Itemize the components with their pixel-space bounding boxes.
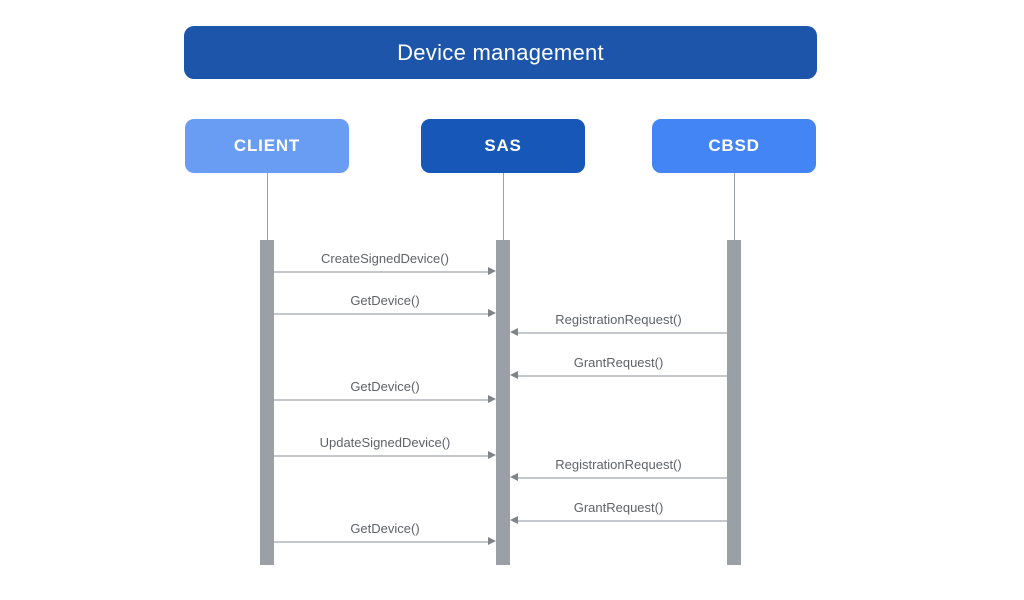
arrowhead-left-icon bbox=[510, 473, 518, 481]
message-label: RegistrationRequest() bbox=[555, 312, 682, 327]
actor-sas-label: SAS bbox=[484, 136, 522, 155]
actor-sas: SAS bbox=[421, 119, 585, 173]
title-banner: Device management bbox=[184, 26, 817, 79]
message-line bbox=[274, 455, 489, 457]
message-line bbox=[517, 477, 727, 479]
activation-bar-sas bbox=[496, 240, 510, 565]
arrowhead-left-icon bbox=[510, 328, 518, 336]
message-label: UpdateSignedDevice() bbox=[319, 435, 451, 450]
arrowhead-left-icon bbox=[510, 516, 518, 524]
message-line bbox=[274, 313, 489, 315]
message-line bbox=[274, 271, 489, 273]
message-label: CreateSignedDevice() bbox=[321, 251, 449, 266]
arrowhead-right-icon bbox=[488, 309, 496, 317]
actor-client-label: CLIENT bbox=[233, 136, 301, 155]
arrowhead-right-icon bbox=[488, 267, 496, 275]
arrowhead-left-icon bbox=[510, 371, 518, 379]
actor-cbsd-label: CBSD bbox=[708, 136, 760, 155]
actor-cbsd: CBSD bbox=[652, 119, 816, 173]
arrowhead-right-icon bbox=[488, 451, 496, 459]
arrowhead-right-icon bbox=[488, 537, 496, 545]
arrowhead-right-icon bbox=[488, 395, 496, 403]
actor-client: CLIENT bbox=[185, 119, 349, 173]
message-line bbox=[274, 399, 489, 401]
message-line bbox=[517, 375, 727, 377]
message-label: GetDevice() bbox=[350, 379, 420, 394]
message-line bbox=[517, 520, 727, 522]
message-line bbox=[517, 332, 727, 334]
message-label: GrantRequest() bbox=[573, 355, 664, 370]
diagram-title: Device management bbox=[397, 39, 604, 65]
lifeline-sas bbox=[502, 173, 504, 240]
message-label: GetDevice() bbox=[350, 293, 420, 308]
message-label: RegistrationRequest() bbox=[555, 457, 682, 472]
activation-bar-cbsd bbox=[727, 240, 741, 565]
message-label: GetDevice() bbox=[350, 521, 420, 536]
activation-bar-client bbox=[260, 240, 274, 565]
lifeline-cbsd bbox=[733, 173, 735, 240]
message-line bbox=[274, 541, 489, 543]
message-label: GrantRequest() bbox=[573, 500, 664, 515]
lifeline-client bbox=[266, 173, 268, 240]
